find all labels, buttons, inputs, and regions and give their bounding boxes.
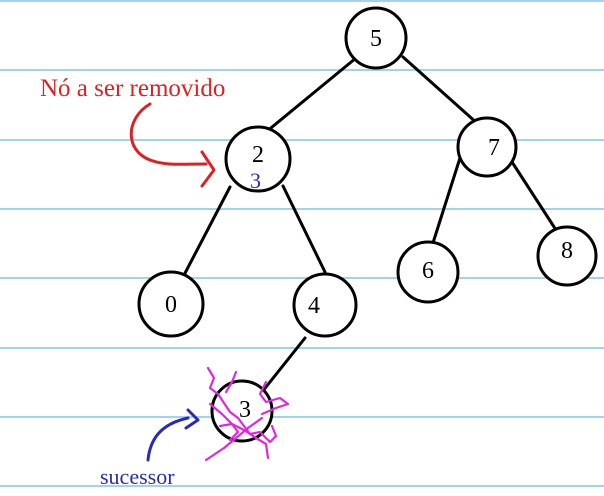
node-label: 8 (561, 238, 573, 264)
node-label: 2 (252, 142, 264, 168)
ruled-line (0, 139, 604, 141)
node-7: 7 (456, 116, 518, 178)
node-label: 6 (422, 258, 434, 284)
node-5: 5 (344, 6, 408, 70)
edge-4-3 (260, 336, 307, 394)
node-label: 3 (239, 397, 251, 423)
successor-arrow-head (184, 408, 200, 430)
edge-7-6 (430, 156, 462, 248)
replacement-mark: 3 (250, 168, 261, 193)
node-3: 3 (210, 379, 274, 443)
ruled-line (0, 208, 604, 210)
ruled-line (0, 347, 604, 349)
edge-7-8 (510, 160, 560, 235)
ruled-line (0, 416, 604, 418)
node-4: 4 (292, 272, 358, 338)
removed-arrow-head (200, 150, 216, 188)
node-2: 2 (224, 125, 292, 193)
removed-node-label: Nó a ser removido (40, 75, 225, 102)
edge-2-0 (181, 185, 232, 279)
tree-edges (181, 55, 560, 394)
node-6: 6 (396, 240, 460, 304)
successor-arrow-shaft (146, 416, 190, 462)
edge-2-4 (281, 184, 327, 274)
ruled-line (0, 485, 604, 487)
edge-5-2 (264, 56, 358, 134)
node-8: 8 (536, 225, 598, 287)
successor-label: sucessor (100, 464, 175, 489)
node-label: 4 (308, 293, 320, 319)
cross-out-scribble (204, 366, 290, 462)
node-0: 0 (137, 270, 205, 338)
ruled-line (0, 69, 604, 71)
ruled-line (0, 0, 604, 2)
node-label: 5 (370, 26, 382, 52)
removed-arrow-shaft (129, 102, 208, 166)
ruled-line (0, 277, 604, 279)
edge-5-7 (401, 55, 480, 126)
node-label: 0 (165, 292, 177, 318)
node-label: 7 (488, 135, 500, 161)
